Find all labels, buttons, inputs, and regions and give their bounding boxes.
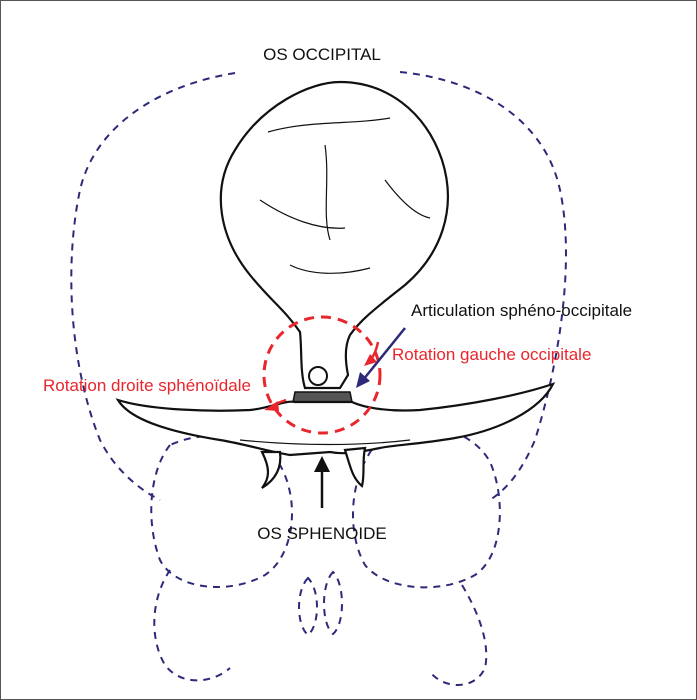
rotation-left-arrow-icon — [364, 341, 380, 366]
dashed-skull-outline-icon — [70, 71, 567, 686]
label-rotation-droite: Rotation droite sphénoïdale — [43, 376, 251, 395]
label-os-occipital: OS OCCIPITAL — [263, 45, 381, 64]
rotation-right-arrow-icon — [264, 398, 287, 411]
sphenoid-arrow-icon — [314, 456, 330, 508]
label-articulation: Articulation sphéno-occipitale — [411, 301, 632, 320]
label-rotation-gauche: Rotation gauche occipitale — [392, 345, 591, 364]
articulation-arrow-icon — [356, 327, 406, 388]
label-os-sphenoide: OS SPHENOIDE — [257, 524, 386, 543]
occipital-sphenoid-bone-drawing — [115, 80, 556, 489]
dashed-red-circle-icon — [262, 315, 382, 435]
